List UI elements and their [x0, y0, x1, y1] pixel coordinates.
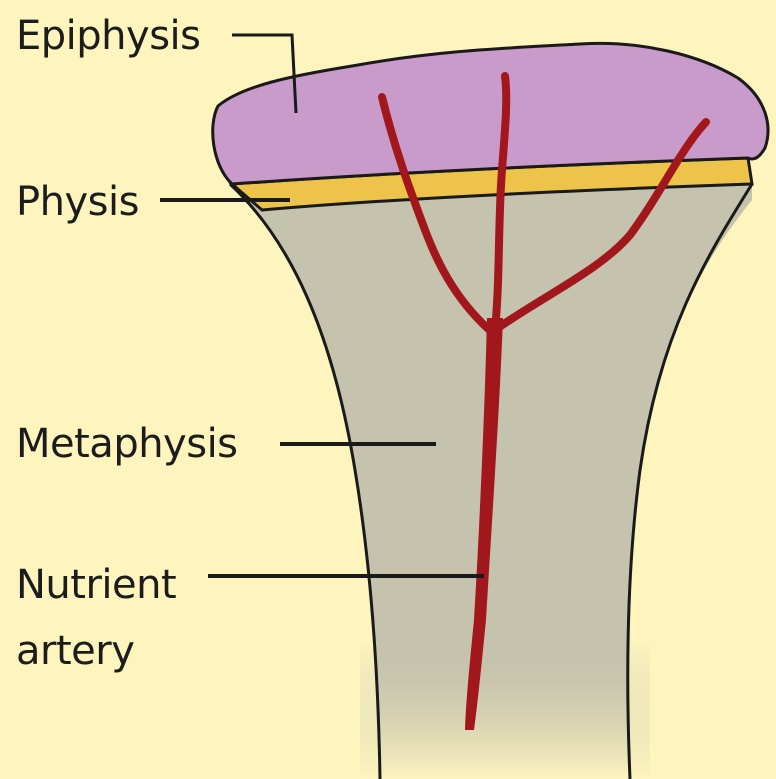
epiphysis-label: Epiphysis [16, 12, 200, 60]
metaphysis-label: Metaphysis [16, 420, 238, 468]
nutrient-artery-label-line2: artery [16, 618, 176, 684]
nutrient-artery-label: Nutrient artery [16, 552, 176, 684]
nutrient-artery-label-line1: Nutrient [16, 552, 176, 618]
physis-label: Physis [16, 178, 139, 226]
shaft-fade [360, 640, 650, 779]
